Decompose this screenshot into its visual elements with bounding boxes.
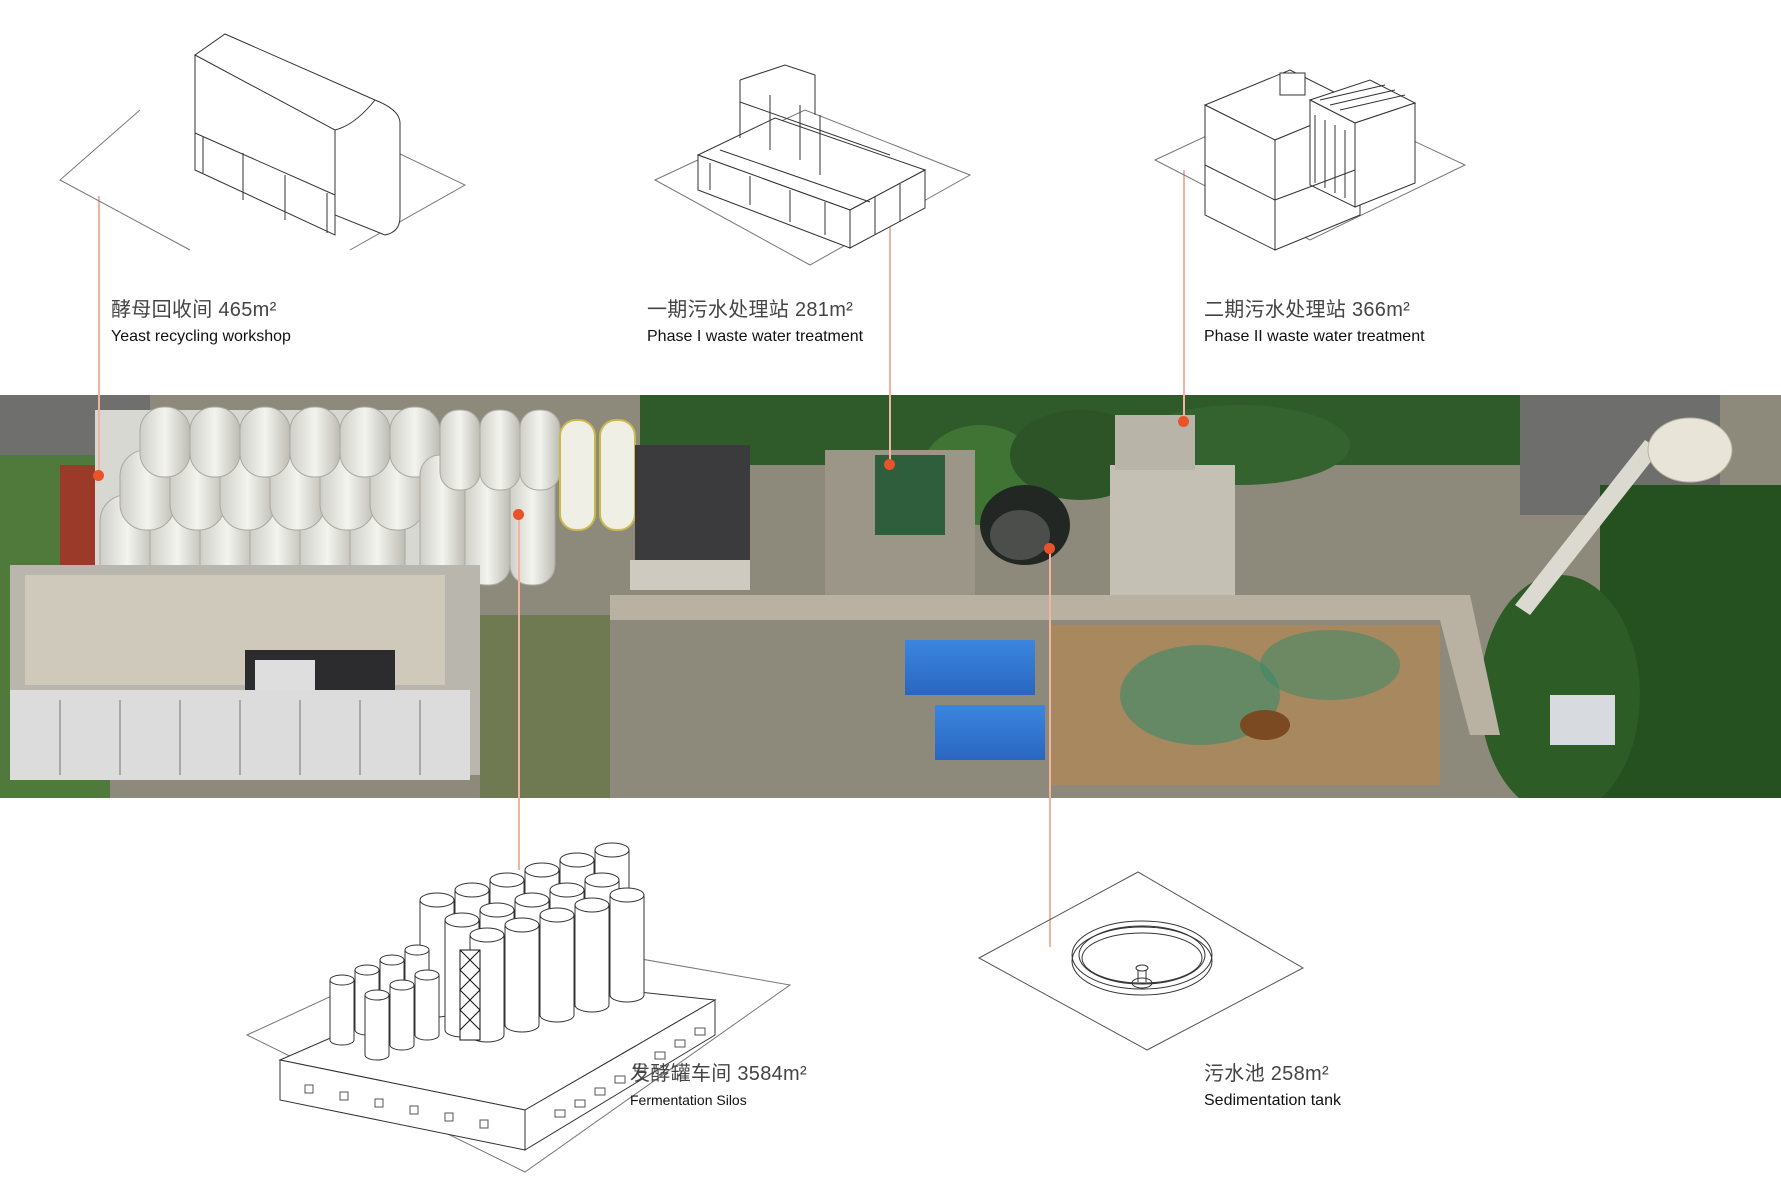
aerial-photo-illustration — [0, 395, 1781, 798]
leader-line-tank — [1049, 549, 1051, 947]
label-phase1-zh: 一期污水处理站 281m² — [647, 299, 854, 321]
leader-line-yeast — [98, 196, 100, 473]
label-phase2-zh: 二期污水处理站 366m² — [1204, 299, 1411, 321]
sedimentation-tank-drawing — [975, 868, 1310, 1053]
aerial-site-photo — [0, 395, 1781, 798]
label-sedimentation-tank: 污水池 258m² Sedimentation tank — [1204, 1057, 1341, 1110]
yeast-workshop-drawing — [55, 25, 475, 275]
label-tank-zh: 污水池 258m² — [1204, 1063, 1329, 1085]
marker-dot-phase1 — [884, 459, 895, 470]
fermentation-silos-drawing — [245, 810, 795, 1180]
label-phase1-en: Phase I waste water treatment — [647, 328, 864, 345]
marker-dot-yeast — [93, 470, 104, 481]
label-phase1-treatment: 一期污水处理站 281m² Phase I waste water treatm… — [647, 293, 863, 346]
label-fermentation-silos: 发酵罐车间 3584m² Fermentation Silos — [630, 1057, 807, 1108]
leader-line-phase2 — [1183, 170, 1185, 422]
label-yeast-zh: 酵母回收间 465m² — [111, 299, 277, 321]
label-yeast-recycling-workshop: 酵母回收间 465m² Yeast recycling workshop — [111, 293, 291, 346]
leader-line-phase1 — [889, 210, 891, 463]
label-tank-en: Sedimentation tank — [1204, 1092, 1341, 1109]
phase1-treatment-drawing — [650, 60, 980, 270]
leader-line-silos — [518, 515, 520, 870]
label-silos-zh: 发酵罐车间 3584m² — [630, 1063, 807, 1085]
marker-dot-phase2 — [1178, 416, 1189, 427]
marker-dot-silos — [513, 509, 524, 520]
phase2-treatment-drawing — [1150, 55, 1470, 260]
label-phase2-treatment: 二期污水处理站 366m² Phase II waste water treat… — [1204, 293, 1425, 346]
marker-dot-tank — [1044, 543, 1055, 554]
label-silos-en: Fermentation Silos — [630, 1092, 747, 1108]
label-yeast-en: Yeast recycling workshop — [111, 328, 291, 345]
label-phase2-en: Phase II waste water treatment — [1204, 328, 1425, 345]
